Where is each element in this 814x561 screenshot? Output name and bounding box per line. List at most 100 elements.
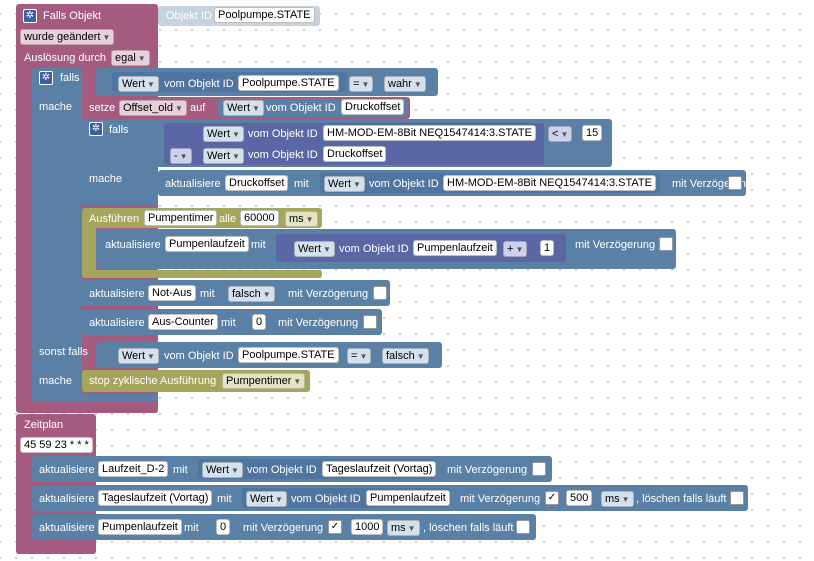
gear-icon[interactable]: ✲ — [23, 9, 37, 23]
r3-akt-label: aktualisiere — [39, 522, 95, 534]
if1-value-dropdown[interactable]: wahr▼ — [384, 76, 426, 92]
timer-unit-dropdown[interactable]: ms▼ — [285, 211, 318, 227]
zeitplan-label: Zeitplan — [24, 419, 64, 431]
sonst-value-dropdown[interactable]: falsch▼ — [382, 348, 429, 364]
gear-icon[interactable]: ✲ — [89, 122, 103, 136]
if2-vom1-label: vom Objekt ID — [248, 128, 318, 140]
if2-minus-dropdown[interactable]: -▼ — [170, 148, 192, 164]
if1-mache-label: mache — [39, 101, 73, 113]
r2-target-field[interactable]: Tageslaufzeit (Vortag) — [98, 490, 213, 506]
timer-name-field[interactable]: Pumpentimer — [144, 210, 218, 226]
r1-mit-label: mit — [173, 464, 188, 476]
if2-wert2-dropdown[interactable]: Wert▼ — [203, 148, 244, 164]
timer-interval-field[interactable]: 60000 — [240, 210, 279, 226]
notaus-delay-label: mit Verzögerung — [288, 288, 369, 300]
timer-label: Ausführen — [89, 213, 140, 225]
r1-delay-checkbox[interactable] — [532, 462, 546, 476]
if-block-1[interactable] — [32, 68, 82, 402]
sonst-wert-dropdown[interactable]: Wert▼ — [118, 348, 159, 364]
if2-bottom — [82, 198, 158, 206]
stop-label: stop zyklische Ausführung — [89, 375, 217, 387]
druck-target-field[interactable]: Druckoffset — [225, 175, 289, 191]
auscounter-value-field[interactable]: 0 — [252, 314, 267, 330]
if1-wert-dropdown[interactable]: Wert▼ — [118, 76, 159, 92]
aktualisiere-auscounter-block[interactable] — [82, 309, 382, 335]
auscounter-delay-label: mit Verzögerung — [278, 317, 359, 329]
trigger-object-id-field[interactable]: Poolpumpe.STATE — [214, 7, 315, 23]
notaus-target-field[interactable]: Not-Aus — [148, 285, 196, 301]
pump-wert-dropdown[interactable]: Wert▼ — [294, 241, 335, 257]
ausloesung-label: Auslösung durch — [24, 52, 106, 64]
notaus-delay-checkbox[interactable] — [373, 286, 387, 300]
auscounter-mit-label: mit — [221, 317, 236, 329]
setze-object-field[interactable]: Druckoffset — [341, 99, 405, 115]
r3-unit-dropdown[interactable]: ms▼ — [387, 520, 420, 536]
r3-ms-field[interactable]: 1000 — [351, 519, 384, 535]
druck-delay-checkbox[interactable] — [728, 176, 742, 190]
if1-mache2-label: mache — [39, 375, 73, 387]
zeitplan-cron-field[interactable]: 45 59 23 * * * — [20, 437, 93, 453]
r1-object-field[interactable]: Tageslaufzeit (Vortag) — [322, 461, 437, 477]
r2-akt-label: aktualisiere — [39, 493, 95, 505]
if2-object1-field[interactable]: HM-MOD-EM-8Bit NEQ1547414:3.STATE — [323, 125, 536, 141]
r2-ms-field[interactable]: 500 — [566, 490, 593, 506]
r2-mit-label: mit — [217, 493, 232, 505]
pump-plus-dropdown[interactable]: +▼ — [503, 241, 528, 257]
druck-akt-label: aktualisiere — [165, 178, 221, 190]
r2-object-field[interactable]: Pumpenlaufzeit — [366, 490, 450, 506]
gear-icon[interactable]: ✲ — [39, 71, 53, 85]
druck-object-field[interactable]: HM-MOD-EM-8Bit NEQ1547414:3.STATE — [443, 175, 656, 191]
notaus-akt-label: aktualisiere — [89, 288, 145, 300]
ausloesung-dropdown[interactable]: egal▼ — [111, 50, 150, 66]
if1-bottom — [32, 394, 158, 402]
timer-footer — [82, 270, 322, 278]
r3-clear-checkbox[interactable] — [516, 520, 530, 534]
timer-body — [82, 208, 96, 278]
r1-wert-dropdown[interactable]: Wert▼ — [202, 462, 243, 478]
r3-value-field[interactable]: 0 — [216, 519, 231, 535]
sonst-object-field[interactable]: Poolpumpe.STATE — [238, 347, 339, 363]
if2-number-field[interactable]: 15 — [582, 125, 603, 141]
if1-operator-dropdown[interactable]: =▼ — [349, 76, 374, 92]
r3-target-field[interactable]: Pumpenlaufzeit — [98, 519, 182, 535]
pump-number-field[interactable]: 1 — [540, 240, 555, 256]
pump-delay-label: mit Verzögerung — [575, 239, 656, 251]
notaus-value-dropdown[interactable]: falsch▼ — [228, 286, 275, 302]
pump-target-field[interactable]: Pumpenlaufzeit — [165, 236, 249, 252]
setze-wert-dropdown[interactable]: Wert▼ — [223, 100, 264, 116]
auscounter-delay-checkbox[interactable] — [363, 315, 377, 329]
auscounter-target-field[interactable]: Aus-Counter — [148, 314, 218, 330]
r1-akt-label: aktualisiere — [39, 464, 95, 476]
pump-delay-checkbox[interactable] — [659, 237, 673, 251]
druck-wert-dropdown[interactable]: Wert▼ — [324, 176, 365, 192]
notaus-mit-label: mit — [200, 288, 215, 300]
if2-object2-field[interactable]: Druckoffset — [323, 146, 387, 162]
druck-vom-label: vom Objekt ID — [369, 178, 439, 190]
if2-wert1-dropdown[interactable]: Wert▼ — [203, 126, 244, 142]
trigger-title: Falls Objekt — [43, 10, 102, 22]
r1-target-field[interactable]: Laufzeit_D-2 — [98, 461, 169, 477]
if2-falls-label: falls — [109, 124, 129, 136]
if2-operator-dropdown[interactable]: <▼ — [548, 126, 573, 142]
if1-object-field[interactable]: Poolpumpe.STATE — [238, 75, 339, 91]
pump-object-field[interactable]: Pumpenlaufzeit — [413, 240, 497, 256]
r2-delay-checkbox[interactable]: ✓ — [545, 491, 559, 505]
r2-unit-dropdown[interactable]: ms▼ — [601, 491, 634, 507]
stop-timer-dropdown[interactable]: Pumpentimer▼ — [222, 373, 306, 389]
pump-akt-label: aktualisiere — [105, 239, 161, 251]
if1-sonst-falls-label: sonst falls — [39, 346, 88, 358]
r2-clear-checkbox[interactable] — [730, 491, 744, 505]
r3-mit-label: mit — [184, 522, 199, 534]
setze-auf-label: auf — [190, 102, 206, 114]
changed-dropdown[interactable]: wurde geändert▼ — [20, 29, 115, 45]
r2-wert-dropdown[interactable]: Wert▼ — [246, 491, 287, 507]
druck-mit-label: mit — [294, 178, 309, 190]
pump-vom-label: vom Objekt ID — [339, 243, 409, 255]
if2-mache-label: mache — [89, 173, 123, 185]
sonst-operator-dropdown[interactable]: =▼ — [347, 348, 372, 364]
r2-delay-label: mit Verzögerung — [460, 493, 541, 505]
setze-variable-dropdown[interactable]: Offset_old▼ — [119, 100, 187, 116]
setze-vom-label: vom Objekt ID — [266, 102, 336, 114]
r3-delay-checkbox[interactable]: ✓ — [328, 520, 342, 534]
if1-falls-label: falls — [60, 72, 80, 84]
